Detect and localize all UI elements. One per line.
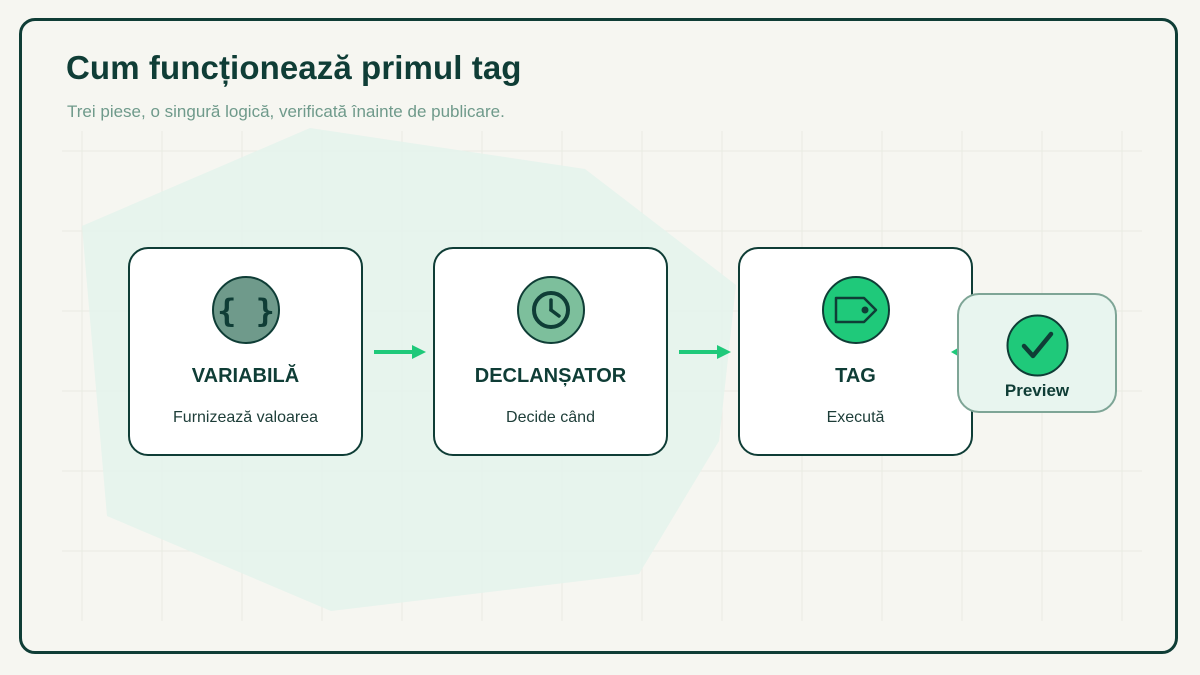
tag-icon xyxy=(821,275,891,345)
page-title: Cum funcționează primul tag xyxy=(66,49,522,86)
step-description: Decide când xyxy=(506,409,595,426)
preview-label: Preview xyxy=(1004,381,1070,400)
slide-frame: Cum funcționează primul tag Trei piese, … xyxy=(19,18,1178,654)
preview-badge[interactable]: Preview xyxy=(957,293,1117,413)
braces-icon: { } xyxy=(211,275,281,345)
step-name: DECLANȘATOR xyxy=(474,365,627,387)
arrow-right-icon xyxy=(374,345,426,359)
step-name: VARIABILĂ xyxy=(191,365,300,387)
step-card-trigger[interactable]: DECLANȘATOR Decide când xyxy=(433,247,668,456)
step-description: Furnizează valoarea xyxy=(173,409,318,426)
step-card-variable[interactable]: { } VARIABILĂ Furnizează valoarea xyxy=(128,247,363,456)
page-subtitle: Trei piese, o singură logică, verificată… xyxy=(67,102,505,121)
check-icon xyxy=(1006,314,1069,377)
svg-text:{ }: { } xyxy=(217,292,275,330)
step-description: Execută xyxy=(826,409,885,426)
arrow-right-icon xyxy=(679,345,731,359)
clock-icon xyxy=(516,275,586,345)
step-card-tag[interactable]: TAG Execută xyxy=(738,247,973,456)
step-name: TAG xyxy=(835,365,876,387)
